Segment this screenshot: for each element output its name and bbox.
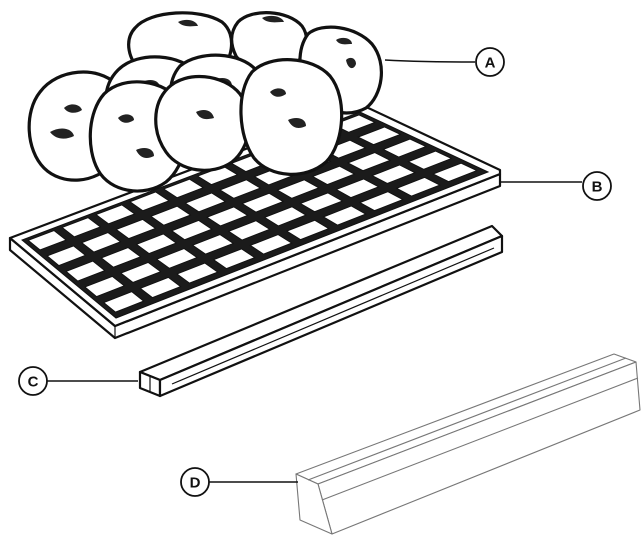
callout-circle-a [475, 47, 505, 77]
tray-cell-wall [395, 176, 441, 197]
tray-cell-wall [27, 230, 67, 251]
tray-cell-wall [176, 262, 219, 284]
tray-cell-wall [359, 191, 404, 212]
tray-cell-wall [227, 220, 271, 241]
callout-label-a: A [485, 55, 496, 72]
callout-circle-b [582, 171, 612, 201]
tray-cell-wall [135, 233, 178, 255]
callout-circle-d [180, 467, 210, 497]
ice-cubes [27, 11, 383, 193]
tray-cell-wall [162, 178, 205, 199]
cover-end-face [295, 473, 333, 535]
tray-cell-wall [382, 138, 427, 158]
tray-cell-wall [129, 191, 170, 212]
tray-cell-wall [335, 178, 380, 199]
tray-cell-wall [65, 260, 106, 282]
tray-cell-wall [332, 114, 376, 133]
tray-cell-wall [115, 218, 157, 240]
tray-cell-wall [263, 206, 307, 227]
tray-cell-wall [100, 247, 142, 268]
tray-cell-wall [191, 234, 235, 255]
tray-cell-wall [241, 192, 285, 213]
tray-rail [138, 224, 504, 398]
callout-c: C [18, 366, 138, 396]
ice-cube [154, 74, 251, 172]
tray-cell-wall [139, 276, 182, 299]
callout-a: A [384, 47, 505, 77]
rail-long-face [158, 234, 504, 398]
tray-cell-wall [249, 234, 293, 255]
tray-cell-wall [206, 206, 249, 227]
tray-cell-wall [371, 164, 417, 184]
callout-d: D [180, 467, 298, 497]
rail-cover [295, 353, 641, 535]
tray-cell-wall [184, 192, 227, 213]
callout-b: B [500, 171, 612, 201]
tray-cell-wall [170, 219, 213, 241]
tray-cell-wall [322, 205, 367, 226]
tray-cell-wall [407, 150, 453, 170]
cover-crease [321, 377, 639, 501]
cover-ridge [307, 357, 627, 481]
tray-cell-wall [155, 248, 198, 269]
tray-cell-wall [346, 152, 392, 172]
tray-cell-wall [299, 192, 344, 213]
callout-label-d: D [190, 475, 201, 492]
tray-cell-wall [212, 248, 256, 270]
tray-cell-wall [102, 291, 145, 313]
callout-label-b: B [592, 179, 603, 196]
ice-cube [239, 58, 344, 176]
rail-inner-edge [171, 247, 495, 385]
leader-line-a [384, 59, 476, 63]
tray-cell-wall [311, 165, 356, 185]
callout-circle-c [18, 366, 48, 396]
callout-label-c: C [28, 374, 39, 391]
tray-cell-wall [119, 261, 162, 283]
tray-cell-wall [84, 275, 126, 298]
tray-cell-wall [95, 204, 136, 225]
tray-cell-wall [276, 179, 320, 199]
tray-cell-wall [357, 126, 402, 146]
ice-tray [8, 103, 502, 340]
tray-cell-wall [432, 162, 478, 183]
tray-cell-wall [149, 205, 192, 226]
tray-cell-wall [61, 217, 102, 238]
tray-cell-wall [46, 245, 87, 267]
tray-cell-wall [218, 179, 262, 199]
tray-cell-wall [80, 232, 122, 253]
tray-cell-wall [285, 219, 330, 241]
